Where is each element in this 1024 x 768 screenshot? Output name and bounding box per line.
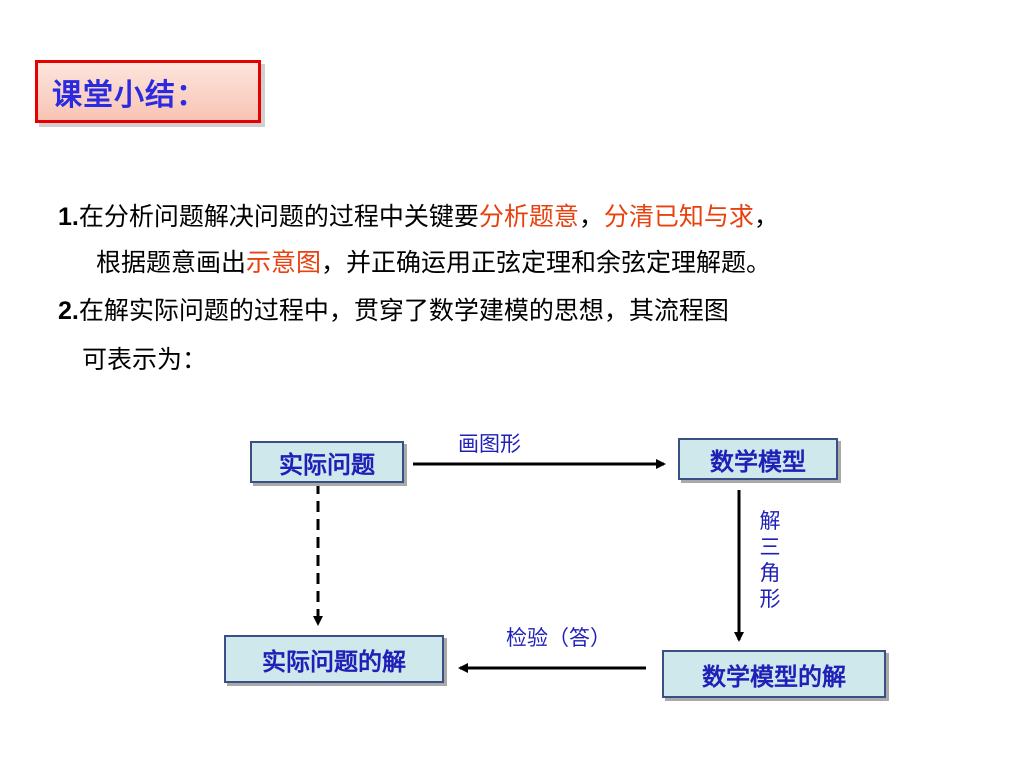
point-1-highlight-analyze: 分析题意	[478, 202, 579, 231]
node-actual-problem: 实际问题	[250, 441, 404, 483]
point-1-highlight-known: 分清已知与求	[603, 202, 754, 231]
label-verify-answer: 检验（答）	[506, 626, 611, 650]
point-1-separator: ，	[578, 202, 604, 231]
point-2-line-2-text: 可表示为：	[82, 345, 208, 374]
point-1-text-b: ，	[753, 202, 779, 231]
point-2-text: 在解实际问题的过程中，贯穿了数学建模的思想，其流程图	[78, 296, 729, 325]
node-actual-solution: 实际问题的解	[224, 635, 444, 683]
node-model-solution: 数学模型的解	[662, 650, 886, 698]
summary-title-box: 课堂小结：	[35, 60, 261, 123]
point-2-line-2: 可表示为：	[82, 345, 207, 375]
point-2-line-1: 2.在解实际问题的过程中，贯穿了数学建模的思想，其流程图	[58, 296, 729, 326]
point-1-number: 1.	[58, 203, 79, 231]
label-draw-figure: 画图形	[458, 432, 521, 456]
point-1-line-2-text-a: 根据题意画出	[96, 248, 247, 277]
point-1-line-1: 1.在分析问题解决问题的过程中关键要分析题意，分清已知与求，	[58, 202, 779, 232]
point-1-line-2: 根据题意画出示意图，并正确运用正弦定理和余弦定理解题。	[96, 248, 771, 278]
node-math-model: 数学模型	[678, 438, 838, 480]
point-1-highlight-diagram: 示意图	[246, 248, 322, 277]
summary-title: 课堂小结：	[52, 77, 207, 113]
label-solve-triangle: 解三角形	[759, 509, 781, 611]
point-1-text-a: 在分析问题解决问题的过程中关键要	[78, 202, 479, 231]
point-1-line-2-text-b: ，并正确运用正弦定理和余弦定理解题。	[321, 248, 772, 277]
point-2-number: 2.	[58, 297, 79, 325]
